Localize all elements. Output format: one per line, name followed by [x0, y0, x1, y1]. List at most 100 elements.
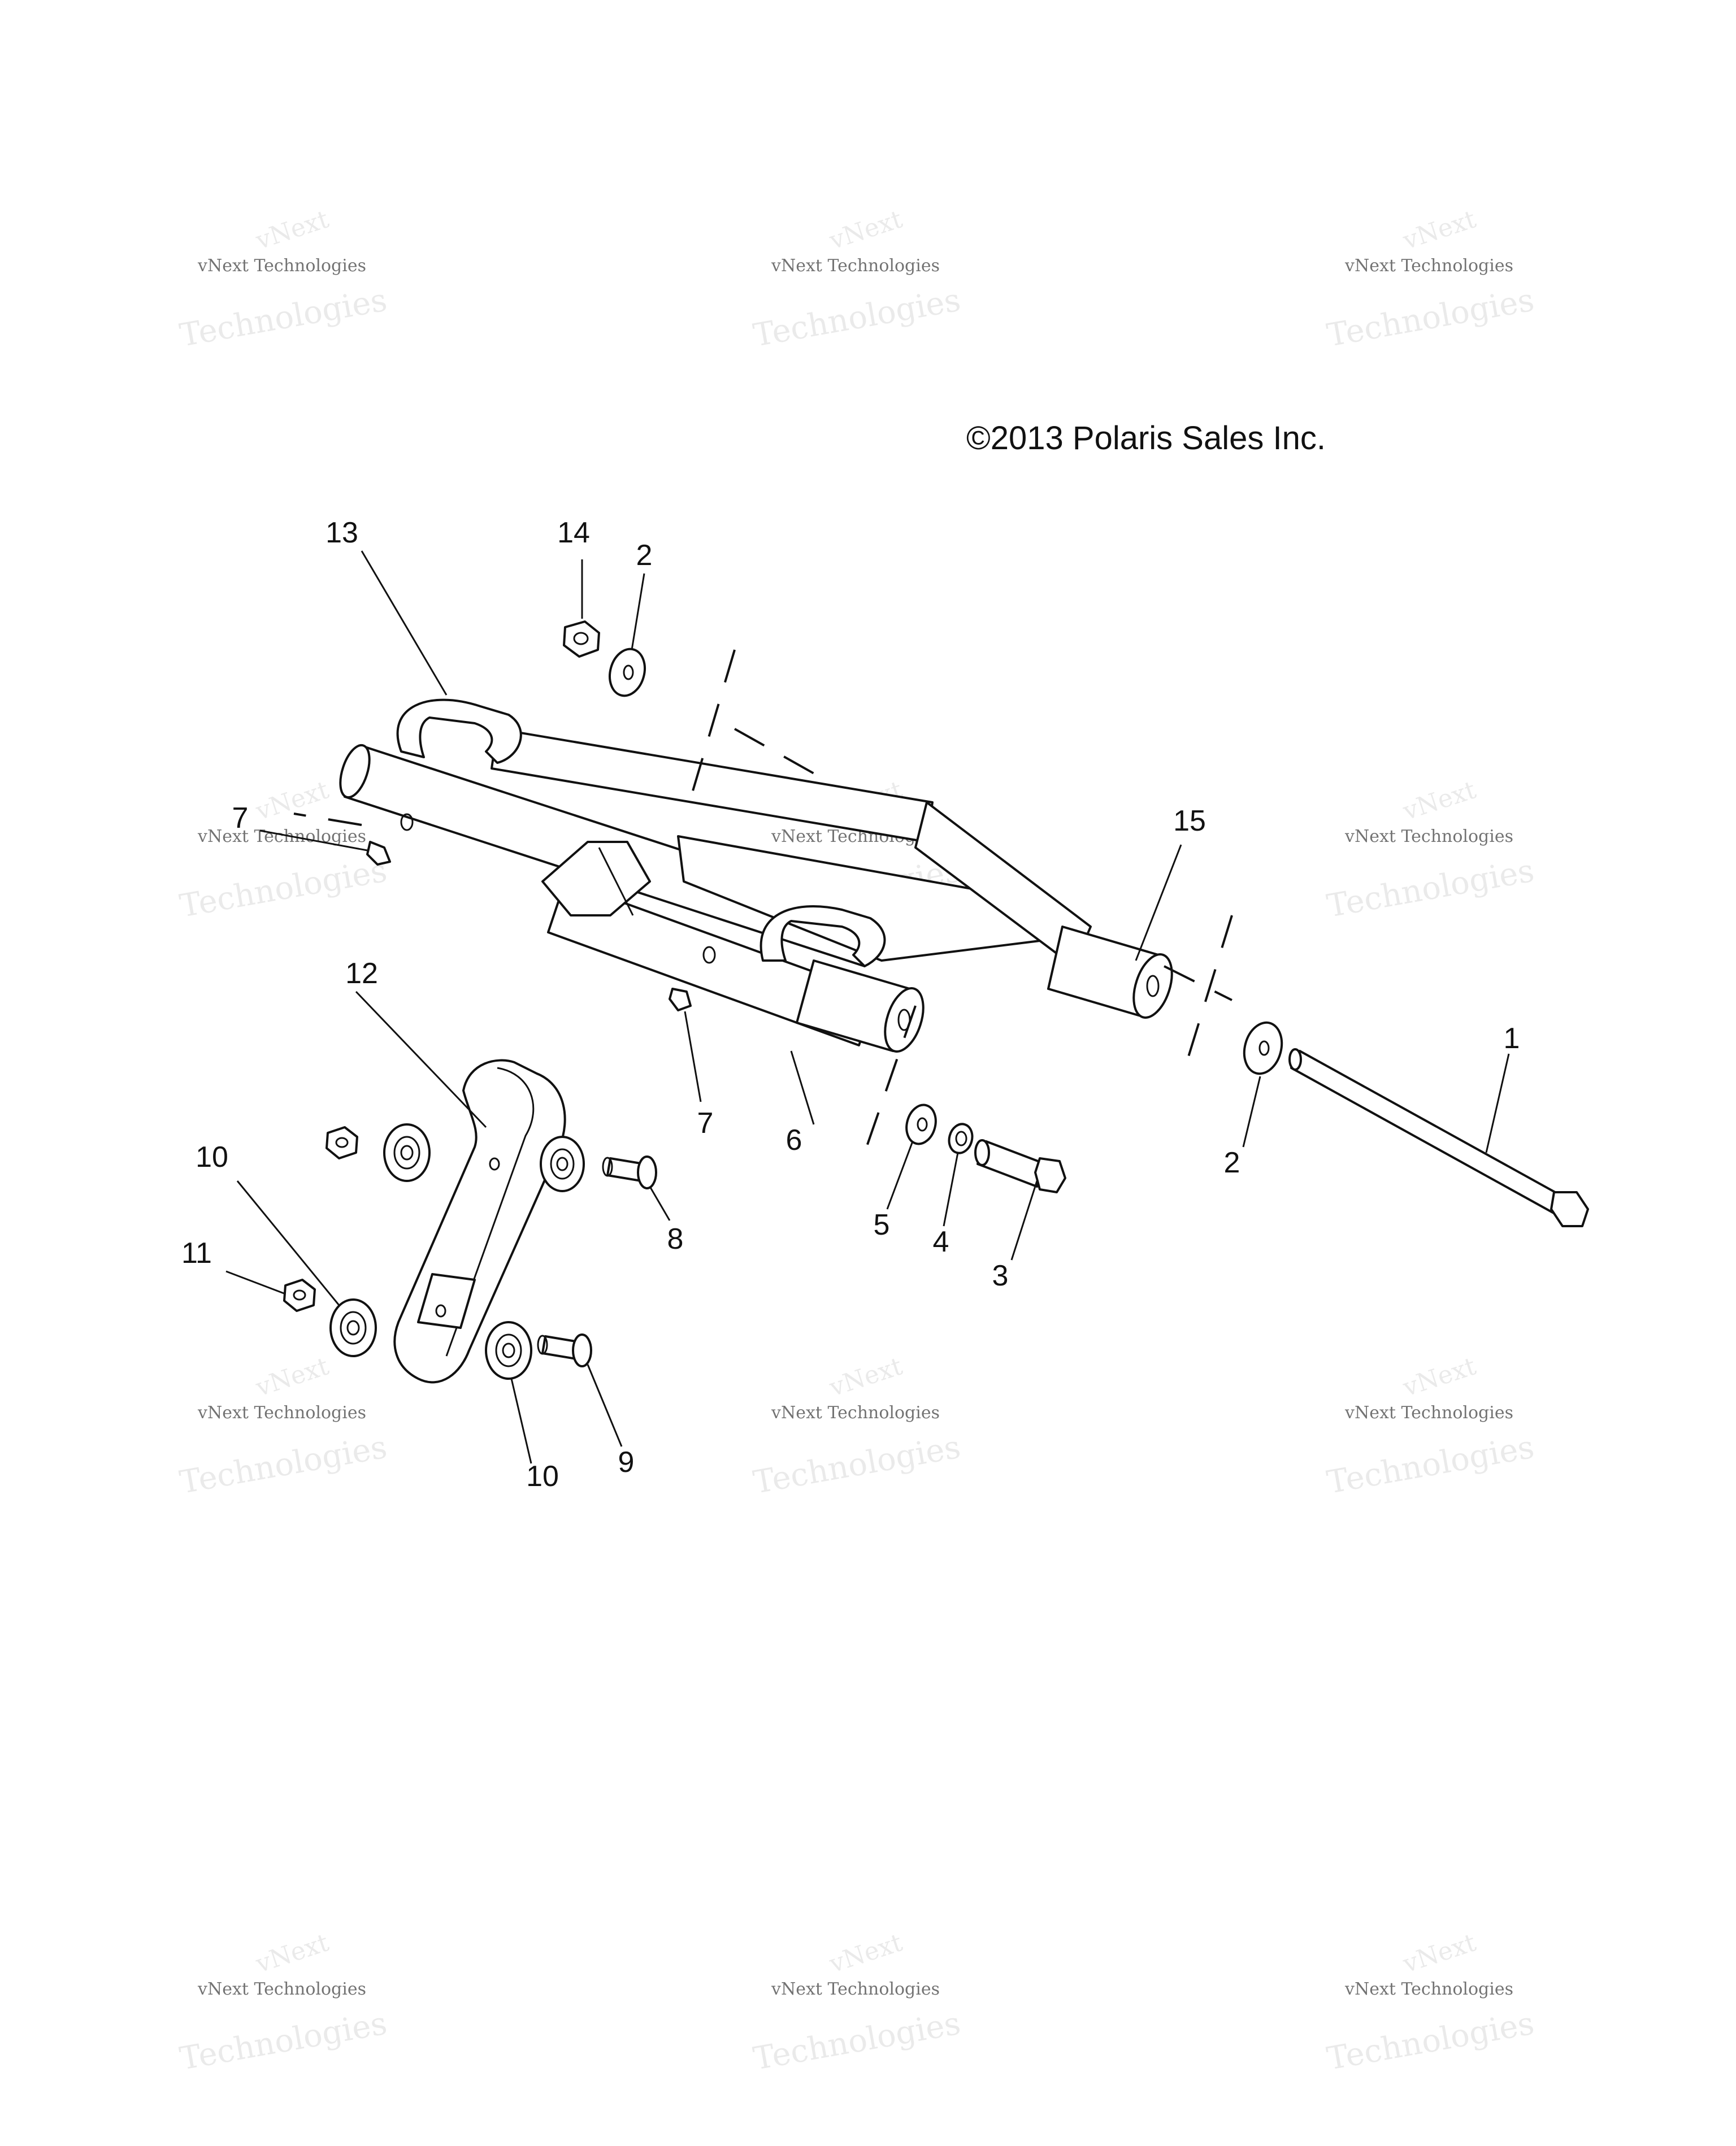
- bolt-tip: [1288, 1048, 1302, 1071]
- callout-5: 5: [874, 1209, 890, 1241]
- callout-8: 8: [667, 1223, 684, 1256]
- hole: [702, 946, 716, 964]
- callout-13: 13: [326, 516, 358, 549]
- copyright-text: ©2013 Polaris Sales Inc.: [966, 420, 1326, 457]
- pin-tip: [602, 1157, 613, 1177]
- link-hole: [435, 1304, 446, 1318]
- centerline: [863, 1005, 917, 1153]
- lock-washer-4: [948, 1123, 974, 1154]
- pin-tip: [537, 1335, 548, 1355]
- swing-arm-assembly: [339, 698, 1173, 1053]
- watermark-text: vNext: [252, 1928, 332, 1979]
- watermark-text: Technologies: [177, 1428, 389, 1501]
- grease-fitting-7a: [366, 841, 391, 866]
- bolt-tip: [974, 1139, 990, 1166]
- watermark-tile: vNext vNext Technologies Technologies: [750, 1352, 963, 1501]
- watermark-tile: vNext vNext Technologies Technologies: [1324, 205, 1537, 354]
- watermark-text: vNext: [826, 1928, 906, 1979]
- watermark-text: vNext: [1399, 775, 1479, 826]
- shaft-bore: [1146, 975, 1160, 997]
- watermark-tile: vNext vNext Technologies Technologies: [1324, 1928, 1537, 2078]
- bushing-inner: [495, 1333, 522, 1367]
- leader-7-upper: [259, 829, 368, 852]
- callout-7-upper: 7: [232, 802, 249, 835]
- washer: [1243, 1021, 1283, 1075]
- hole: [400, 813, 414, 831]
- leader-12: [355, 991, 487, 1128]
- bushing-bore: [346, 1320, 360, 1336]
- leader-2-right: [1242, 1076, 1261, 1148]
- callout-4: 4: [933, 1226, 949, 1258]
- leader-15: [1135, 844, 1182, 961]
- bushing-10-right: [540, 1136, 585, 1192]
- leader-10-lower: [510, 1378, 532, 1464]
- centerline: [1186, 915, 1233, 1063]
- leader-8: [649, 1186, 671, 1221]
- bushing: [540, 1136, 585, 1192]
- washer: [948, 1123, 974, 1154]
- bolt-head: [1034, 1157, 1066, 1193]
- watermark-text: vNext: [1399, 205, 1479, 255]
- watermark-text: vNext Technologies: [197, 1403, 366, 1423]
- leader-11: [225, 1270, 286, 1295]
- leader-9: [587, 1364, 623, 1447]
- watermark-text: vNext Technologies: [1344, 827, 1513, 846]
- bushing-10-left: [329, 1298, 377, 1357]
- nut-11-upper: [326, 1126, 358, 1159]
- watermark-text: vNext: [1399, 1928, 1479, 1979]
- washer-5: [905, 1104, 937, 1145]
- shaft-end: [884, 987, 925, 1053]
- leader-13: [361, 550, 448, 696]
- watermark-tile: vNext vNext Technologies Technologies: [750, 1928, 963, 2078]
- watermark-text: vNext Technologies: [1344, 1979, 1513, 1999]
- centerline: [1164, 965, 1232, 1001]
- tube-end: [339, 744, 371, 799]
- leader-1: [1485, 1053, 1510, 1153]
- link-clip: [417, 1273, 476, 1329]
- rear-grab-handle: [396, 698, 522, 764]
- link-arm-12: [393, 1059, 566, 1384]
- callout-7-lower: 7: [697, 1107, 714, 1140]
- watermark-text: vNext Technologies: [197, 827, 366, 846]
- callout-11: 11: [181, 1237, 212, 1270]
- leader-5: [886, 1141, 914, 1210]
- watermark-text: vNext Technologies: [1344, 256, 1513, 276]
- nut-hex: [326, 1126, 358, 1159]
- leader-3: [1010, 1180, 1038, 1261]
- watermark-text: vNext Technologies: [771, 256, 940, 276]
- washer: [905, 1104, 937, 1145]
- leader-4: [943, 1152, 959, 1227]
- callout-10-left: 10: [196, 1141, 228, 1174]
- long-bolt-1: [1288, 1048, 1589, 1227]
- callout-2-right: 2: [1224, 1146, 1240, 1179]
- watermark-tile: vNext vNext Technologies Technologies: [750, 205, 963, 354]
- watermark-tile: vNext vNext Technologies Technologies: [177, 205, 389, 354]
- callout-15: 15: [1173, 805, 1206, 837]
- callout-14: 14: [557, 516, 590, 549]
- bushing-10-lower: [485, 1321, 532, 1380]
- bracket-edge: [598, 847, 634, 916]
- centerline: [293, 813, 362, 826]
- callout-10-lower: 10: [526, 1460, 559, 1493]
- bolt-head: [1550, 1191, 1589, 1227]
- bolt-shaft: [1290, 1050, 1566, 1216]
- washer-hole: [1258, 1040, 1270, 1056]
- bushing: [329, 1298, 377, 1357]
- nut-hole: [293, 1289, 306, 1301]
- bushing-inner: [340, 1311, 367, 1345]
- nut-hole: [573, 632, 589, 645]
- front-grab-handle: [760, 905, 886, 967]
- watermark-text: Technologies: [750, 2005, 963, 2077]
- watermark-text: Technologies: [1324, 852, 1537, 924]
- nut-hole: [335, 1137, 349, 1148]
- watermark-text: Technologies: [1324, 2005, 1537, 2077]
- callout-12: 12: [345, 957, 378, 990]
- centerline: [734, 728, 826, 781]
- leader-7-lower: [684, 1011, 702, 1102]
- watermark-tile: vNext vNext Technologies Technologies: [1324, 1352, 1537, 1501]
- watermark-text: vNext Technologies: [197, 1979, 366, 1999]
- grease-fitting-7b: [669, 988, 692, 1011]
- pin-head: [572, 1333, 592, 1367]
- nut-hex: [563, 620, 600, 658]
- watermark-text: vNext: [826, 1352, 906, 1402]
